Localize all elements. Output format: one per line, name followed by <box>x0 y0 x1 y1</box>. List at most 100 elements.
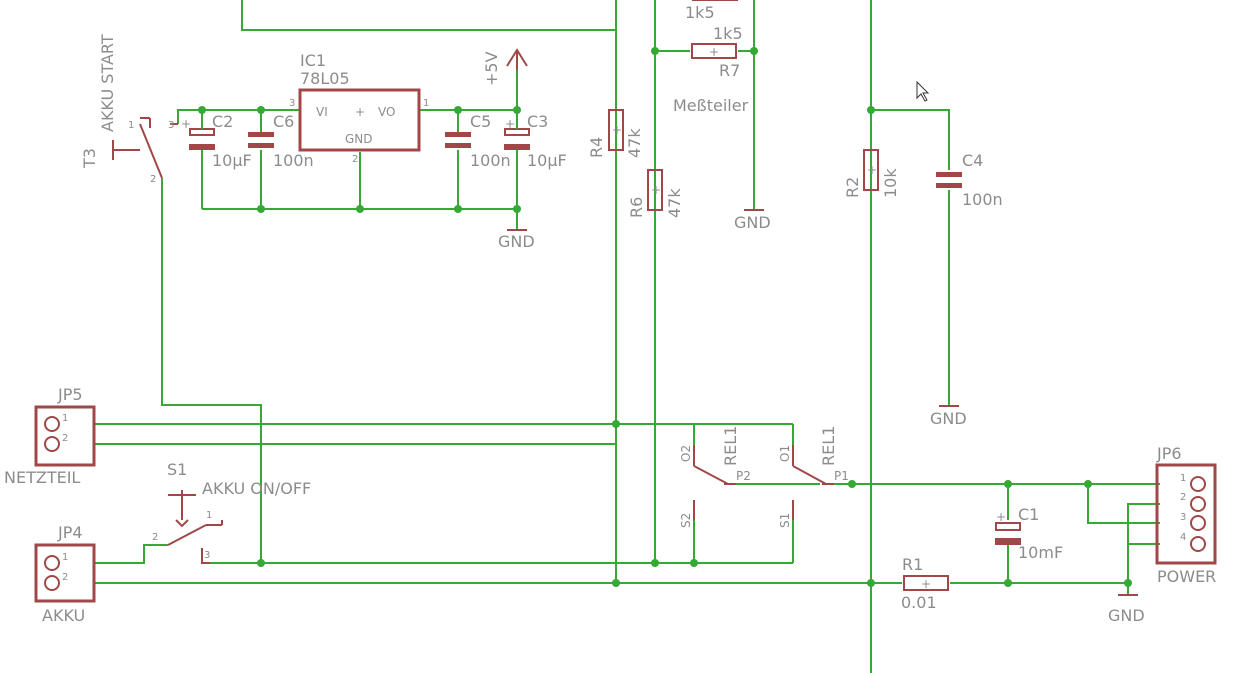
c6-capacitor: C6 100n <box>248 110 314 170</box>
mouse-pointer-icon <box>916 80 930 102</box>
svg-text:1: 1 <box>62 552 68 563</box>
jp4-name: JP4 <box>57 523 83 542</box>
r1-value: 0.01 <box>901 593 937 612</box>
c4-value: 100n <box>962 190 1003 209</box>
svg-text:3: 3 <box>204 550 210 561</box>
svg-text:S1: S1 <box>778 513 792 528</box>
r2-name: R2 <box>843 177 862 198</box>
ic1-vi: VI <box>316 105 328 119</box>
c4-name: C4 <box>962 151 983 170</box>
c6-value: 100n <box>273 151 314 170</box>
svg-text:+: + <box>867 163 877 177</box>
jp5-name: JP5 <box>57 385 83 404</box>
svg-text:P2: P2 <box>736 469 751 483</box>
ic1-plus: + <box>355 105 365 119</box>
s1-name: S1 <box>167 460 187 479</box>
r4-name: R4 <box>587 137 606 158</box>
t3-pin1: 1 <box>128 120 134 131</box>
jp6-connector: JP6 POWER 1 2 3 4 <box>1155 444 1217 586</box>
ic1-regulator: IC1 78L05 VI + VO GND 3 1 2 <box>289 51 429 165</box>
ic1-pin1: 1 <box>423 98 429 109</box>
r6-resistor: + R6 47k <box>627 169 684 218</box>
rel1a-name: REL1 <box>721 426 740 466</box>
svg-text:+: + <box>921 577 931 591</box>
c1-capacitor: + C1 10mF <box>995 505 1063 562</box>
r1-name: R1 <box>902 555 923 574</box>
c5-value: 100n <box>470 151 511 170</box>
t3-name: T3 <box>80 148 99 169</box>
divider-label: Meßteiler <box>673 96 749 115</box>
svg-text:+: + <box>612 123 622 137</box>
c2-value: 10µF <box>212 151 252 170</box>
c5-name: C5 <box>470 112 491 131</box>
t3-pushbutton: T3 AKKU START 1 3 2 <box>80 34 178 185</box>
r-top-value: 1k5 <box>685 3 715 22</box>
svg-text:+: + <box>181 117 191 131</box>
gnd-symbol-r1: GND <box>1108 594 1145 625</box>
jp6-name: JP6 <box>1156 444 1182 463</box>
wires <box>95 0 1160 673</box>
t3-pin3: 3 <box>168 120 174 131</box>
jp4-value: AKKU <box>42 606 85 625</box>
jp5-value: NETZTEIL <box>4 468 80 487</box>
rel1b-name: REL1 <box>819 426 838 466</box>
c2-name: C2 <box>212 112 233 131</box>
gnd-symbol-reg: GND <box>498 229 535 251</box>
r-top-resistor: 1k5 <box>685 0 738 22</box>
c1-name: C1 <box>1018 505 1039 524</box>
c4-capacitor: C4 100n <box>936 151 1003 209</box>
ic1-name: IC1 <box>300 51 326 70</box>
c5-capacitor: C5 100n <box>445 110 511 170</box>
ic1-pin2: 2 <box>352 154 358 165</box>
r6-name: R6 <box>627 197 646 218</box>
svg-text:+: + <box>996 510 1006 524</box>
c6-name: C6 <box>273 112 294 131</box>
svg-text:1: 1 <box>1180 473 1186 484</box>
svg-text:4: 4 <box>1180 532 1186 543</box>
c1-value: 10mF <box>1018 543 1063 562</box>
r7-name: R7 <box>719 61 740 80</box>
r2-value: 10k <box>881 168 900 198</box>
r6-value: 47k <box>665 188 684 218</box>
s1-switch: S1 AKKU ON/OFF 1 2 3 <box>152 460 311 564</box>
r1-resistor: + R1 0.01 <box>901 555 949 612</box>
ic1-pin3: 3 <box>289 98 295 109</box>
ic1-vo: VO <box>378 105 395 119</box>
gnd-symbol-divider: GND <box>734 209 771 232</box>
s1-value: AKKU ON/OFF <box>202 479 311 498</box>
rel1-contact-b: REL1 O1 P1 S1 <box>778 426 849 528</box>
svg-text:1: 1 <box>62 413 68 424</box>
junctions <box>198 47 1132 587</box>
t3-pin2: 2 <box>150 174 156 185</box>
vcc-supply: +5V <box>482 48 528 86</box>
r2-resistor: + R2 10k <box>843 149 900 198</box>
svg-text:+: + <box>505 117 515 131</box>
svg-text:GND: GND <box>498 232 535 251</box>
r7-value: 1k5 <box>713 24 743 43</box>
jp4-connector: JP4 AKKU 1 2 <box>34 523 96 625</box>
svg-text:S2: S2 <box>679 513 693 528</box>
svg-text:2: 2 <box>62 433 68 444</box>
jp5-connector: JP5 NETZTEIL 1 2 <box>4 385 96 487</box>
svg-text:GND: GND <box>930 409 967 428</box>
svg-text:+: + <box>709 45 719 59</box>
c3-name: C3 <box>527 112 548 131</box>
c3-capacitor: + C3 10µF <box>504 110 567 170</box>
gnd-symbol-c4: GND <box>930 405 967 428</box>
ic1-gnd: GND <box>345 132 373 146</box>
svg-text:+: + <box>651 183 661 197</box>
svg-text:3: 3 <box>1180 512 1186 523</box>
rel1-contact-a: REL1 O2 P2 S2 <box>679 426 751 528</box>
svg-text:2: 2 <box>1180 492 1186 503</box>
t3-value: AKKU START <box>98 34 117 132</box>
c3-value: 10µF <box>527 151 567 170</box>
r4-resistor: + R4 47k <box>587 109 644 158</box>
svg-text:2: 2 <box>152 532 158 543</box>
ic1-value: 78L05 <box>300 69 350 88</box>
svg-text:GND: GND <box>1108 606 1145 625</box>
vcc-label: +5V <box>482 51 501 86</box>
r4-value: 47k <box>625 128 644 158</box>
svg-text:O2: O2 <box>679 445 693 462</box>
svg-text:1: 1 <box>206 510 212 521</box>
